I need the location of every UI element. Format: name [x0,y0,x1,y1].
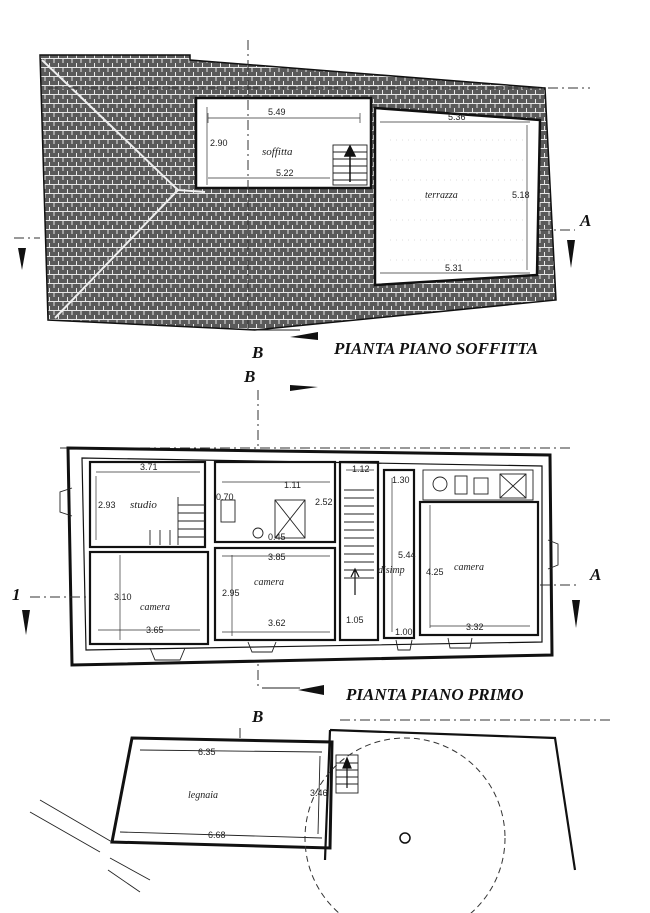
room-camera-middle [213,546,337,642]
dim-1-00: 1.00 [395,627,413,637]
first-floor-dimension-lines [95,469,530,640]
roof-ridge-lines [41,59,206,319]
dim-1-05: 1.05 [346,615,364,625]
bidet-icon [454,475,468,495]
dim-3-85: 3.85 [268,552,286,562]
dim-3-71: 3.71 [140,462,158,472]
dim-2-90: 2.90 [210,138,228,148]
dim-3-10: 3.10 [114,592,132,602]
section-arrow-b-first [298,685,324,695]
stair-arrow-icon [350,567,360,595]
dim-5-49: 5.49 [268,107,286,117]
dim-3-32: 3.32 [466,622,484,632]
shower [274,499,306,539]
basin-icon [473,477,489,495]
section-mark-1-first: 1 [12,585,21,604]
room-label-soffitta: soffitta [262,146,293,158]
dim-2-95: 2.95 [222,588,240,598]
woodshed-room [110,736,334,850]
room-label-camera-right: camera [454,562,484,573]
section-arrow-b-first-top [290,385,318,391]
dim-5-44: 5.44 [398,550,416,560]
section-mark-a-attic: A [579,211,591,230]
dim-0-45: 0.45 [268,532,286,542]
dim-3-65: 3.65 [146,625,164,635]
attic-floor-plan: 5.49 2.90 5.22 5.36 5.18 5.31 soffitta t… [14,40,591,362]
title-first-floor: PIANTA PIANO PRIMO [345,685,524,704]
terrain-lines [29,799,151,893]
section-mark-b-ground: B [251,707,263,726]
well-icon [399,832,411,844]
up-arrow-icon [343,144,357,182]
room-label-camera-middle: camera [254,577,284,588]
main-staircase-steps [344,489,374,579]
section-mark-a-first: A [589,565,601,584]
bathroom-fixture-icon [432,476,448,492]
room-bath-block [213,460,337,544]
section-arrow-b-attic [290,332,318,340]
room-label-terrazza: terrazza [425,190,458,201]
woodshed-inner-dims [119,749,323,839]
sink-icon [220,499,236,523]
toilet-icon [252,527,264,539]
dim-5-22: 5.22 [276,168,294,178]
section-arrow-right-attic [567,240,575,268]
dim-5-18: 5.18 [512,190,530,200]
terrace-area [373,106,542,287]
window-bottom-disimp [395,639,413,651]
window-left [59,487,73,517]
shower-cross [274,499,306,539]
first-floor-plan: B [12,367,601,704]
room-label-camera-left: camera [140,602,170,613]
ground-floor-plan: B 6.35 3.46 6.68 legnaia [29,707,610,913]
courtyard-circle [304,737,506,913]
section-mark-b-attic: B [251,343,263,362]
section-arrow-right-first [572,600,580,628]
room-label-disimp: disimp [378,565,405,576]
main-staircase [338,460,380,642]
section-mark-b-first-top: B [243,367,255,386]
window-bottom-mid [247,641,277,653]
studio-stairs [149,497,205,545]
dim-6-68: 6.68 [208,830,226,840]
dim-5-36: 5.36 [448,112,466,122]
dim-3-46: 3.46 [310,788,328,798]
room-camera-left [88,550,210,646]
room-disimpegno [382,468,416,640]
dim-1-30: 1.30 [392,475,410,485]
room-camera-right [418,500,540,637]
window-bottom-left [149,647,186,661]
dim-2-52: 2.52 [315,497,333,507]
section-line-a-attic [14,229,575,239]
section-line-b-attic-top [48,40,590,330]
window-right [547,539,559,570]
window-bottom-right [447,637,473,649]
up-arrow-icon-ground [342,756,352,788]
title-attic-floor: PIANTA PIANO SOFFITTA [333,339,538,358]
room-studio [88,460,207,549]
courtyard-walls [323,728,577,871]
room-label-legnaia: legnaia [188,790,218,801]
section-arrow-left-first [22,610,30,635]
room-label-studio: studio [130,499,157,511]
first-floor-inner-outline [81,457,543,651]
dim-2-93: 2.93 [98,500,116,510]
first-floor-outer-walls [66,446,554,667]
section-line-a-first [30,584,580,598]
dim-5-31: 5.31 [445,263,463,273]
dim-4-25: 4.25 [426,567,444,577]
tub-cross [499,473,527,499]
dim-6-35: 6.35 [198,747,216,757]
attic-dimension-lines [206,107,530,274]
tub-icon [499,473,527,499]
dim-3-62: 3.62 [268,618,286,628]
dim-0-70: 0.70 [216,492,234,502]
section-arrow-left-attic [18,248,26,270]
dim-1-11: 1.11 [284,480,301,490]
dim-1-12: 1.12 [352,464,370,474]
bathroom-right [422,469,534,501]
